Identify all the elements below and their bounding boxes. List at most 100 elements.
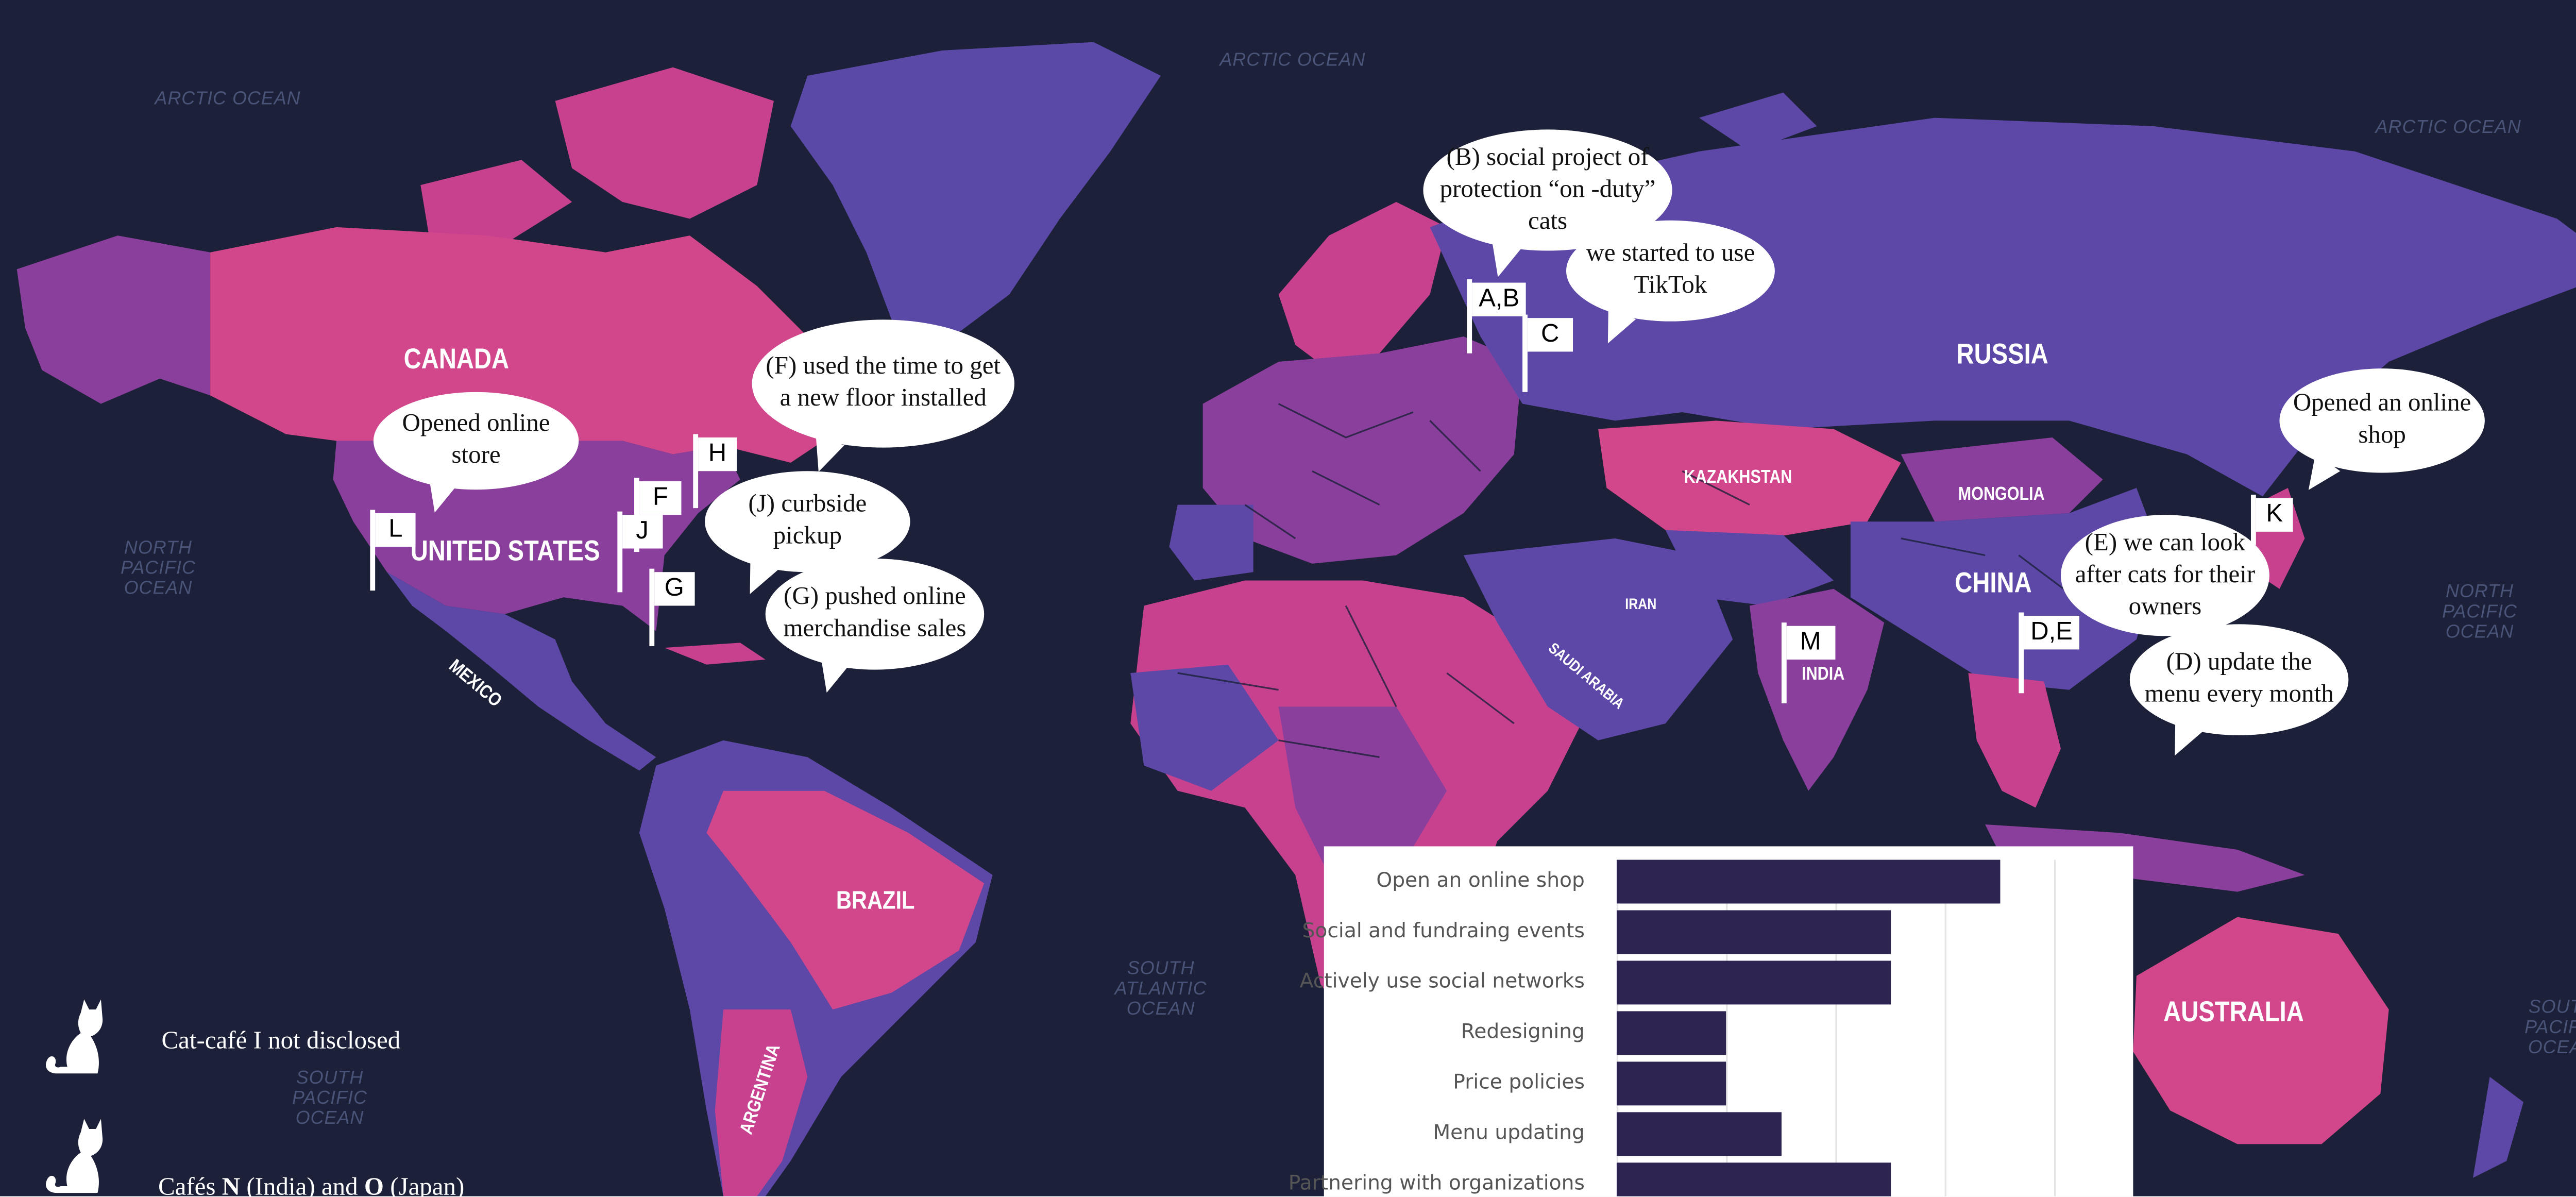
country-label-united-states: UNITED STATES	[410, 535, 600, 567]
flag-m-label: M	[1786, 626, 1835, 660]
landmass-scandinavia	[1278, 201, 1447, 370]
country-label-russia: RUSSIA	[1956, 338, 2048, 370]
landmass-southeast-asia	[1968, 673, 2061, 808]
landmass-africa-west	[1130, 664, 1279, 791]
country-label-kazakhstan: KAZAKHSTAN	[1684, 467, 1792, 488]
country-label-iran: IRAN	[1625, 595, 1657, 613]
speech-bubble-b-text: (B) social project of protection “on -du…	[1439, 144, 1656, 235]
flag-d-e: D,E	[2019, 612, 2079, 694]
flag-h-label: H	[698, 437, 737, 471]
landmass-brazil	[706, 790, 985, 1010]
speech-bubble-e: (E) we can look after cats for their own…	[2060, 515, 2269, 636]
landmass-alaska	[16, 235, 211, 404]
flag-k: K	[2250, 494, 2308, 545]
flag-g: G	[649, 568, 706, 646]
landmass-central-asia	[1665, 530, 1834, 606]
ocean-label-north-pacific-east: NORTH PACIFIC OCEAN	[2442, 582, 2518, 643]
ocean-label-arctic-center: ARCTIC OCEAN	[1219, 50, 1366, 71]
bar-5	[1616, 1061, 1726, 1106]
flag-m: M	[1781, 622, 1839, 703]
flag-c: C	[1522, 314, 1580, 392]
landmass-mexico	[387, 572, 656, 771]
speech-bubble-k: Opened an online shop	[2279, 368, 2485, 499]
country-label-india: INDIA	[1802, 664, 1845, 685]
country-label-china: CHINA	[1955, 567, 2032, 599]
landmass-kazakhstan	[1598, 420, 1901, 538]
bar-category-label: Social and fundraing events	[1302, 918, 1585, 942]
flag-f-label: F	[639, 481, 682, 515]
landmass-argentina	[715, 1009, 808, 1196]
speech-bubble-d: (D) update the menu every month	[2129, 624, 2349, 762]
flag-l: L	[370, 510, 427, 591]
speech-bubble-f-text: (F) used the time to get a new floor ins…	[766, 353, 1001, 412]
speech-bubble-k-text: Opened an online shop	[2293, 390, 2471, 449]
bar-category-label: Menu updating	[1433, 1120, 1585, 1144]
ocean-label-arctic-east: ARCTIC OCEAN	[2375, 117, 2521, 138]
speech-bubble-j-text: (J) curbside pickup	[748, 491, 867, 550]
legend-row-undisclosed: Cat-café I not disclosed	[40, 993, 400, 1081]
flag-f: F	[634, 478, 691, 552]
legend-india-and: (India) and	[240, 1174, 364, 1196]
landmass-arctic-islands-2	[420, 160, 572, 244]
flag-c-label: C	[1527, 318, 1573, 352]
bar-7	[1616, 1162, 1890, 1196]
landmass-indonesia	[1985, 824, 2305, 892]
flag-l-label: L	[375, 513, 416, 547]
ocean-label-south-pacific-west: SOUTH PACIFIC OCEAN	[292, 1068, 367, 1129]
ocean-label-south-pacific-east: SOUTH PACIFIC OCEAN	[2524, 998, 2576, 1058]
speech-bubble-e-text: (E) we can look after cats for their own…	[2075, 529, 2256, 620]
country-label-australia: AUSTRALIA	[2163, 996, 2304, 1029]
speech-bubble-c: we started to use TikTok	[1566, 220, 1775, 350]
flag-d-e-label: D,E	[2024, 616, 2079, 650]
country-label-brazil: BRAZIL	[836, 886, 915, 916]
speech-bubble-f: (F) used the time to get a new floor ins…	[752, 319, 1014, 477]
landmass-australia	[2133, 917, 2389, 1144]
bar-6	[1616, 1112, 1781, 1156]
flag-j: J	[617, 511, 674, 593]
legend-cafe-o: O	[364, 1174, 384, 1196]
chart-gridline	[1944, 859, 1946, 1196]
cat-silhouette-icon	[45, 999, 103, 1074]
flag-h: H	[693, 434, 750, 509]
landmass-middle-east	[1463, 538, 1733, 740]
flag-k-label: K	[2256, 498, 2293, 532]
bar-2	[1616, 910, 1890, 954]
legend-undisclosed-text: Cat-café I not disclosed	[161, 1027, 401, 1054]
ocean-label-arctic-west: ARCTIC OCEAN	[155, 89, 301, 110]
landmass-new-zealand	[2472, 1076, 2523, 1178]
speech-bubble-l-text: Opened online store	[402, 410, 550, 470]
landmass-iberia	[1169, 504, 1253, 581]
landmass-greenland	[790, 42, 1161, 345]
speech-bubble-c-text: we started to use TikTok	[1586, 240, 1755, 300]
bar-3	[1616, 960, 1890, 1005]
chart-gridline	[1835, 859, 1837, 1196]
landmass-arctic-islands	[555, 67, 774, 219]
cat-silhouette-icon	[45, 1118, 103, 1192]
speech-bubble-g: (G) pushed online merchandise sales	[765, 559, 985, 697]
ocean-label-north-pacific-west: NORTH PACIFIC OCEAN	[120, 538, 196, 599]
bar-category-label: Partnering with organizations	[1288, 1171, 1585, 1195]
landmass-caribbean	[664, 643, 766, 665]
flag-j-label: J	[622, 515, 662, 549]
landmass-canada	[210, 227, 841, 463]
bar-1	[1616, 859, 1999, 904]
flag-a-b-label: A,B	[1472, 282, 1527, 316]
bar-category-label: Redesigning	[1461, 1019, 1585, 1043]
chart-gridline	[2054, 859, 2056, 1196]
country-label-mongolia: MONGOLIA	[1958, 484, 2045, 505]
legend-japan-suffix: (Japan)	[383, 1174, 465, 1196]
bar-category-label: Open an online shop	[1376, 868, 1585, 892]
landmass-mongolia	[1901, 437, 2103, 522]
speech-bubble-j: (J) curbside pickup	[705, 471, 910, 601]
speech-bubble-g-text: (G) pushed online merchandise sales	[783, 584, 967, 643]
speech-bubble-l: Opened online store	[373, 392, 579, 517]
ocean-label-south-atlantic: SOUTH ATLANTIC OCEAN	[1114, 959, 1207, 1020]
legend-cafes-prefix: Cafés	[158, 1174, 222, 1196]
bar-category-label: Price policies	[1453, 1070, 1585, 1094]
legend-cafe-n: N	[222, 1174, 241, 1196]
bar-category-label: Actively use social networks	[1299, 969, 1585, 993]
legend-row-india-japan: Cafés N (India) and O (Japan)	[40, 1107, 464, 1196]
flag-g-label: G	[654, 572, 694, 606]
